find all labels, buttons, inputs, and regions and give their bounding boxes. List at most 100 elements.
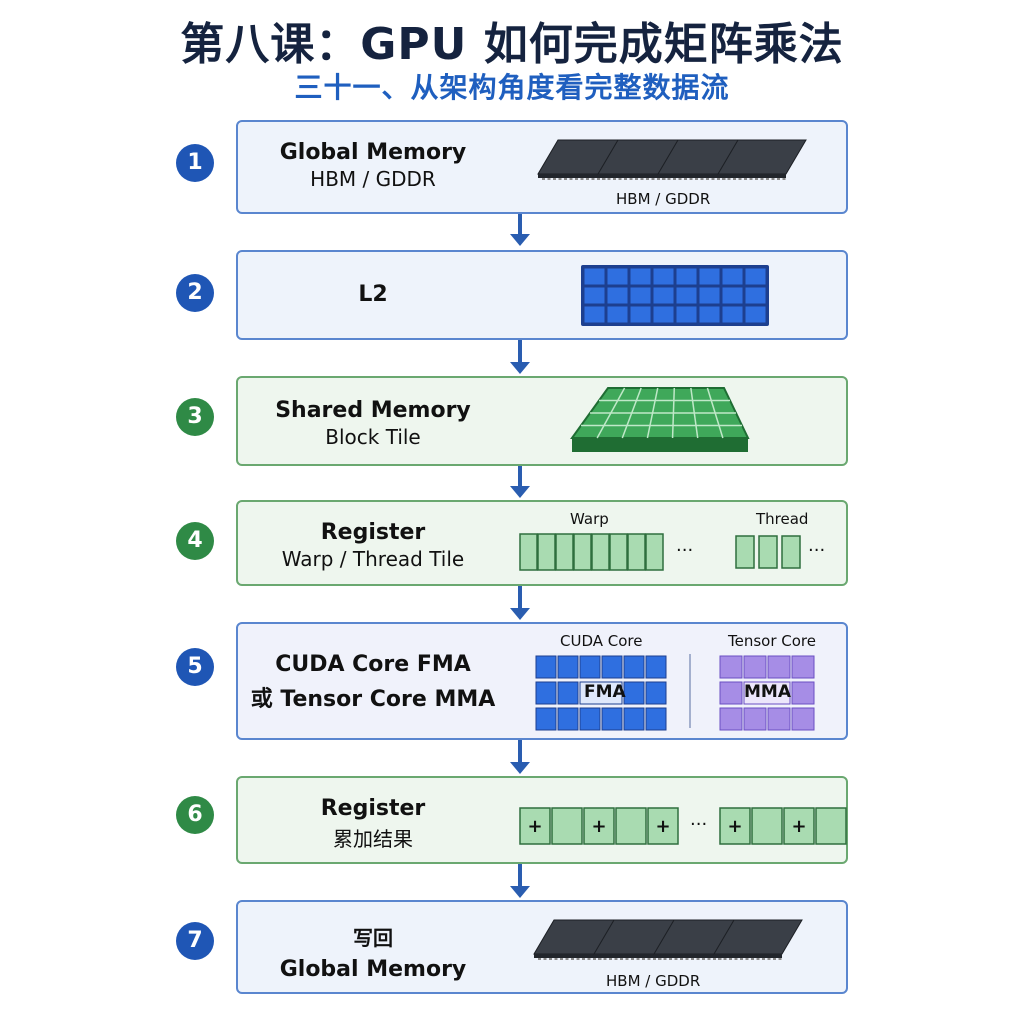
l2-cache-cell bbox=[583, 286, 606, 305]
plus-sign: + bbox=[527, 816, 542, 837]
warp-register-cell bbox=[591, 533, 610, 571]
l2-cache-cell bbox=[744, 305, 767, 324]
page-title: 第八课：GPU 如何完成矩阵乘法 bbox=[180, 19, 844, 70]
step-5-label: CUDA Core FMA 或 Tensor Core MMA bbox=[238, 652, 508, 713]
arrow-2-3 bbox=[510, 340, 530, 376]
core-grids-icon bbox=[535, 654, 815, 731]
tensor-core-cell bbox=[767, 655, 791, 679]
step-3-number-badge: 3 bbox=[176, 398, 214, 436]
l2-cache-cell bbox=[698, 305, 721, 324]
cuda-core-cell bbox=[557, 707, 579, 731]
step-7-title: 写回 bbox=[353, 926, 393, 950]
thread-register-cell bbox=[781, 535, 801, 569]
l2-cache-cell bbox=[744, 286, 767, 305]
l2-cache-grid-icon bbox=[581, 265, 769, 326]
step-6-number-badge: 6 bbox=[176, 796, 214, 834]
l2-cache-cell bbox=[606, 305, 629, 324]
l2-cache-cell bbox=[629, 267, 652, 286]
warp-ellipsis: ··· bbox=[676, 540, 694, 561]
step-6-accumulate-box: Register 累加结果 +++++ ··· bbox=[236, 776, 848, 864]
memory-chip bbox=[717, 139, 807, 180]
l2-cache-cell bbox=[744, 267, 767, 286]
l2-cache-cell bbox=[583, 305, 606, 324]
warp-register-cell bbox=[537, 533, 556, 571]
thread-label: Thread bbox=[756, 510, 809, 528]
memory-chips-icon bbox=[533, 919, 803, 960]
step-2-label: L2 bbox=[238, 282, 508, 307]
step-5-subtitle: 或 Tensor Core MMA bbox=[250, 687, 496, 712]
accumulator-cell bbox=[751, 807, 783, 845]
l2-cache-cell bbox=[606, 286, 629, 305]
step-4-number-badge: 4 bbox=[176, 522, 214, 560]
plus-sign: + bbox=[791, 816, 806, 837]
cuda-core-cell bbox=[535, 681, 557, 705]
shared-memory-tile-edge bbox=[572, 438, 748, 452]
l2-cache-cell bbox=[698, 286, 721, 305]
step-3-shared-memory-box: Shared Memory Block Tile bbox=[236, 376, 848, 466]
step-7-number-badge: 7 bbox=[176, 922, 214, 960]
tensor-core-cell bbox=[719, 681, 743, 705]
cuda-core-cell bbox=[623, 655, 645, 679]
step-7-writeback-box: 写回 Global Memory HBM / GDDR bbox=[236, 900, 848, 994]
l2-cache-cell bbox=[583, 267, 606, 286]
arrow-3-4 bbox=[510, 466, 530, 500]
thread-register-cell bbox=[735, 535, 755, 569]
arrow-1-2 bbox=[510, 214, 530, 248]
shared-memory-tile-icon bbox=[570, 387, 750, 452]
accumulator-cell bbox=[815, 807, 847, 845]
step-4-title: Register bbox=[320, 520, 426, 545]
step-6-subtitle: 累加结果 bbox=[333, 827, 413, 851]
cuda-core-cell bbox=[535, 707, 557, 731]
page-subtitle: 三十一、从架构角度看完整数据流 bbox=[294, 71, 730, 104]
cuda-core-cell bbox=[557, 655, 579, 679]
accumulator-cell bbox=[583, 807, 615, 845]
memory-chips-icon bbox=[537, 139, 807, 180]
step-4-register-box: Register Warp / Thread Tile Warp Thread … bbox=[236, 500, 848, 586]
thread-register-cell bbox=[758, 535, 778, 569]
step-1-title: Global Memory bbox=[279, 140, 467, 165]
arrow-6-7 bbox=[510, 864, 530, 900]
cuda-core-cell bbox=[579, 655, 601, 679]
step-3-subtitle: Block Tile bbox=[325, 425, 421, 449]
l2-cache-cell bbox=[652, 267, 675, 286]
l2-cache-cell bbox=[652, 286, 675, 305]
step-5-title: CUDA Core FMA bbox=[275, 652, 471, 677]
tensor-core-cell bbox=[791, 681, 815, 705]
l2-cache-cell bbox=[629, 305, 652, 324]
cuda-core-cell bbox=[645, 707, 667, 731]
step-5-compute-box: CUDA Core FMA 或 Tensor Core MMA CUDA Cor… bbox=[236, 622, 848, 740]
fma-cell bbox=[579, 681, 623, 705]
tensor-core-cell bbox=[743, 707, 767, 731]
l2-cache-cell bbox=[675, 305, 698, 324]
step-1-number-badge: 1 bbox=[176, 144, 214, 182]
tensor-core-label: Tensor Core bbox=[728, 632, 816, 650]
tensor-core-cell bbox=[719, 707, 743, 731]
warp-register-cell bbox=[519, 533, 538, 571]
cuda-core-cell bbox=[579, 707, 601, 731]
l2-cache-cell bbox=[675, 286, 698, 305]
l2-cache-cell bbox=[652, 305, 675, 324]
accumulator-cell bbox=[783, 807, 815, 845]
accumulator-cell bbox=[519, 807, 551, 845]
accumulator-cell bbox=[615, 807, 647, 845]
l2-cache-cell bbox=[606, 267, 629, 286]
step-3-label: Shared Memory Block Tile bbox=[238, 398, 508, 449]
cuda-core-cell bbox=[645, 655, 667, 679]
tensor-core-cell bbox=[743, 655, 767, 679]
accumulator-cell bbox=[719, 807, 751, 845]
register-cells-icon bbox=[519, 533, 801, 571]
warp-label: Warp bbox=[570, 510, 609, 528]
thread-ellipsis: ··· bbox=[808, 540, 826, 561]
warp-register-cell bbox=[573, 533, 592, 571]
mma-label: MMA bbox=[744, 682, 791, 702]
tensor-core-cell bbox=[767, 707, 791, 731]
tensor-core-cell bbox=[791, 707, 815, 731]
l2-cache-cell bbox=[698, 267, 721, 286]
step-1-label: Global Memory HBM / GDDR bbox=[238, 140, 508, 191]
step-7-chip-caption: HBM / GDDR bbox=[606, 972, 701, 990]
accumulator-cell bbox=[551, 807, 583, 845]
cuda-core-cell bbox=[623, 707, 645, 731]
step-6-title: Register bbox=[320, 796, 426, 821]
cuda-core-cell bbox=[601, 707, 623, 731]
warp-register-cell bbox=[555, 533, 574, 571]
